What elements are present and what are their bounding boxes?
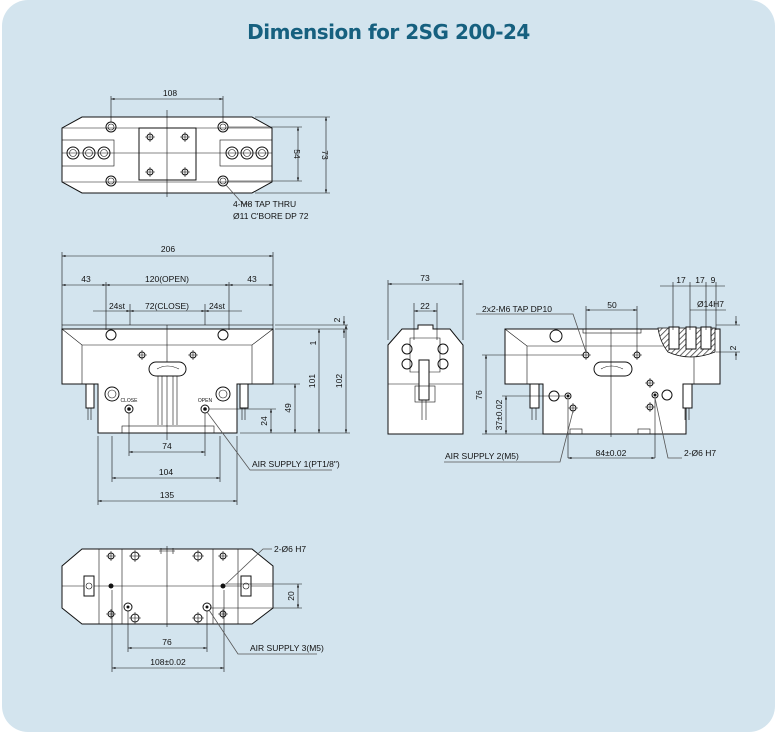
dim-24st-left: 24st xyxy=(109,301,126,311)
bottom-view: 20 76 108±0.02 2-Ø6 H7 AIR SUPPLY 3(M5) xyxy=(61,544,324,672)
dim-43-right: 43 xyxy=(247,274,257,284)
bottom-view-body xyxy=(61,548,274,625)
dim-54: 54 xyxy=(292,149,302,159)
logo-plate-side xyxy=(593,361,633,377)
dim-1: 1 xyxy=(308,340,318,345)
front-view-body xyxy=(61,328,274,434)
tap-note-side: 2x2-M6 TAP DP10 xyxy=(482,304,552,314)
top-triple-holes xyxy=(66,146,269,160)
dim-108-bottom: 108±0.02 xyxy=(150,657,186,667)
sensor-left xyxy=(85,383,95,409)
dim-17a: 17 xyxy=(676,275,686,285)
dim-43-left: 43 xyxy=(81,274,91,284)
air-supply-3-label: AIR SUPPLY 3(M5) xyxy=(250,643,324,653)
close-port-label: CLOSE xyxy=(121,398,139,404)
top-plate-screws xyxy=(145,132,190,177)
dim-104: 104 xyxy=(159,467,173,477)
dim-24st-right: 24st xyxy=(209,301,226,311)
dim-76-side: 76 xyxy=(474,390,484,400)
dim-24: 24 xyxy=(259,416,269,426)
dim-73-side: 73 xyxy=(420,273,430,283)
dim-49: 49 xyxy=(283,403,293,413)
air-supply-1-label: AIR SUPPLY 1(PT1/8") xyxy=(252,459,340,469)
dim-17b: 17 xyxy=(695,275,705,285)
dim-102: 102 xyxy=(334,374,344,388)
front-jaws xyxy=(61,324,274,330)
dim-76-bottom: 76 xyxy=(162,637,172,647)
dim-20: 20 xyxy=(286,591,296,601)
logo-plate xyxy=(148,361,187,377)
dim-72-close: 72(CLOSE) xyxy=(145,301,189,311)
sensor-right xyxy=(239,383,249,409)
dim-2: 2 xyxy=(332,317,342,322)
dim-108: 108 xyxy=(163,88,177,98)
front-view: CLOSE OPEN 206 43 120(OPEN) 43 24st 72(C… xyxy=(61,244,350,505)
tap-note-line2: Ø11 C'BORE DP 72 xyxy=(233,211,309,221)
side-view: 73 22 xyxy=(387,273,740,463)
dim-9: 9 xyxy=(711,275,716,285)
top-plate xyxy=(138,127,197,181)
air-supply-2-label: AIR SUPPLY 2(M5) xyxy=(445,451,519,461)
page-title: Dimension for 2SG 200-24 xyxy=(247,20,530,44)
dim-73: 73 xyxy=(320,150,330,160)
pin-note-side: 2-Ø6 H7 xyxy=(684,448,716,458)
sensor-side-right xyxy=(682,383,693,409)
tap-note-line1: 4-M8 TAP THRU xyxy=(233,199,296,209)
dim-50: 50 xyxy=(607,300,617,310)
dim-37: 37±0.02 xyxy=(494,399,504,430)
dim-101: 101 xyxy=(307,374,317,388)
dim-120-open: 120(OPEN) xyxy=(145,274,189,284)
dim-74: 74 xyxy=(162,441,172,451)
dim-206: 206 xyxy=(161,244,175,254)
dim-bore: Ø14H7 xyxy=(697,299,724,309)
pin-note-bottom: 2-Ø6 H7 xyxy=(274,544,306,554)
dim-22: 22 xyxy=(420,301,430,311)
dim-135: 135 xyxy=(160,490,174,500)
open-port-label: OPEN xyxy=(198,398,213,404)
top-view: 108 54 73 4-M8 TAP THRU Ø11 C'BORE DP 72 xyxy=(61,88,330,221)
dim-84: 84±0.02 xyxy=(596,448,627,458)
dim-2-side: 2 xyxy=(728,345,738,350)
